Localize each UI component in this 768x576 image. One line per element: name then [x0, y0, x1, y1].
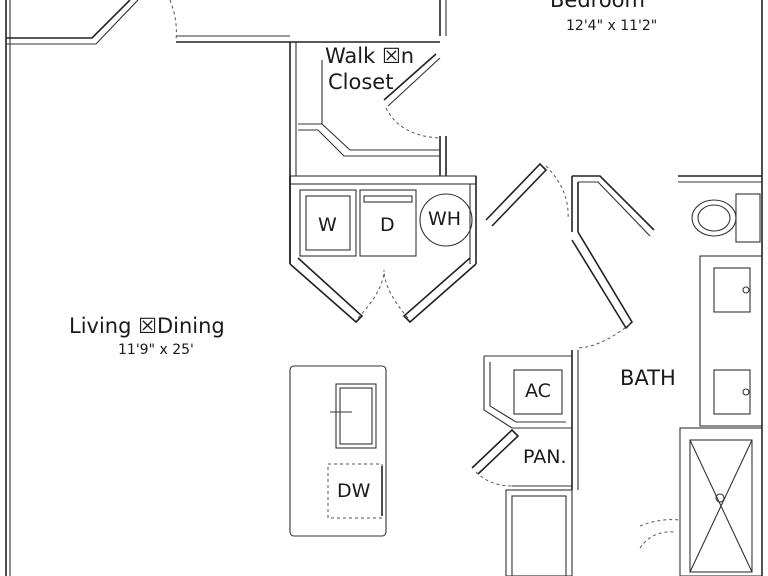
bedroom-dimensions: 12'4" x 11'2" — [566, 18, 658, 34]
toilet — [691, 193, 761, 243]
laundry-closet — [289, 175, 477, 324]
washer-label: W — [318, 214, 337, 236]
pantry-label: PAN. — [523, 446, 567, 468]
top-left-wall — [6, 0, 290, 45]
bath-door-walls — [485, 162, 762, 349]
ac-label: AC — [525, 380, 551, 402]
water-heater-label: WH — [428, 208, 462, 230]
shower — [639, 427, 763, 576]
living-dining-label: Living ☒Dining — [69, 314, 225, 338]
vanity — [699, 255, 763, 427]
walk-in-closet — [289, 42, 447, 264]
bath-label: BATH — [620, 366, 676, 390]
closet-label-line1: Walk ☒n — [325, 44, 415, 68]
dishwasher-label: DW — [337, 480, 371, 502]
kitchen-island — [289, 365, 387, 537]
dryer-label: D — [380, 214, 395, 236]
bedroom-label: Bedroom — [550, 0, 645, 12]
closet-label-line2: Closet — [328, 70, 394, 94]
ac-pantry — [471, 350, 579, 576]
bedroom-walls — [290, 0, 447, 43]
living-dining-dimensions: 11'9" x 25' — [118, 342, 194, 358]
